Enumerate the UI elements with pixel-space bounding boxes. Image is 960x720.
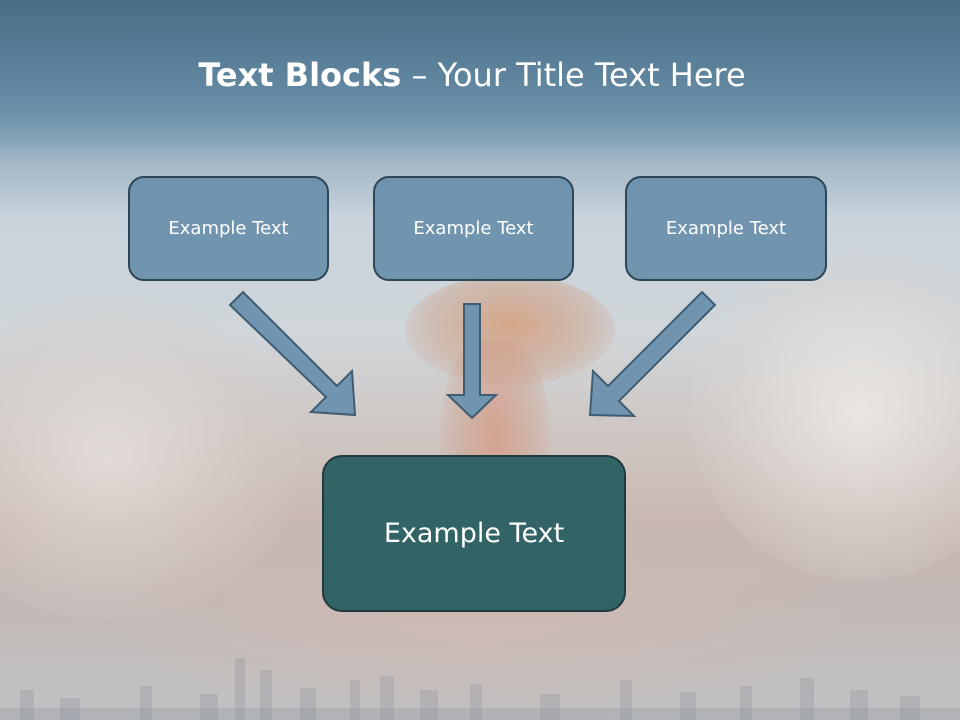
slide-title-dash: –	[401, 56, 438, 94]
city-skyline	[0, 658, 960, 720]
arrow-down-icon	[445, 303, 499, 420]
text-block-main[interactable]: Example Text	[322, 455, 626, 612]
cloud-right	[690, 250, 960, 580]
text-block-top-center-label: Example Text	[413, 218, 534, 239]
text-block-top-right-label: Example Text	[665, 218, 787, 239]
slide-title: Text Blocks – Your Title Text Here	[0, 56, 944, 94]
text-block-top-left[interactable]: Example Text	[128, 176, 329, 281]
arrow-down-left-icon	[588, 290, 717, 418]
title-band	[0, 0, 960, 150]
slide-title-bold: Text Blocks	[198, 56, 402, 94]
text-block-top-center[interactable]: Example Text	[373, 176, 574, 281]
slide-title-rest: Your Title Text Here	[437, 56, 746, 94]
arrow-down-right-icon	[228, 290, 357, 417]
text-block-main-label: Example Text	[383, 518, 565, 549]
text-block-top-right[interactable]: Example Text	[625, 176, 827, 281]
text-block-top-left-label: Example Text	[168, 218, 289, 239]
